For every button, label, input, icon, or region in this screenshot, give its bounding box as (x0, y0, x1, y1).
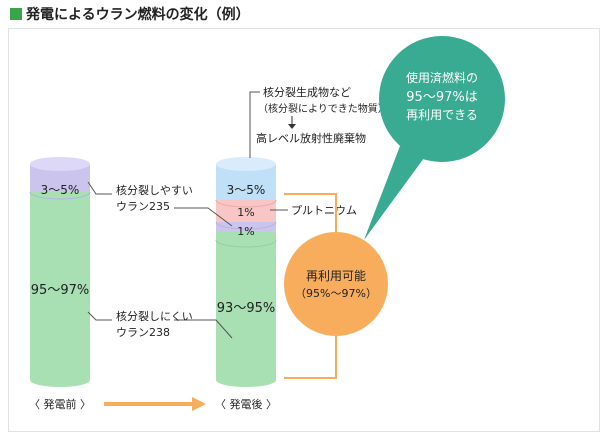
fission-leader (249, 91, 260, 158)
before-green-segment (30, 192, 90, 387)
reusable-circle (284, 232, 388, 336)
reusable-line2: （95%〜97%） (295, 287, 377, 300)
u235-label-line2: ウラン235 (116, 200, 170, 213)
bubble-circle (379, 36, 505, 162)
cylinder-after: 3〜5% 1% 1% 93〜95% (215, 157, 277, 387)
reusable-line1: 再利用可能 (306, 269, 366, 283)
u235-leader-left (87, 181, 112, 195)
speech-bubble: 使用済燃料の 95〜97%は 再利用できる (364, 36, 505, 240)
before-top-ellipse (30, 157, 90, 171)
after-divider-1 (215, 199, 277, 208)
after-green-segment (216, 232, 276, 387)
u238-leader-right (174, 319, 233, 339)
after-bottom-pct: 93〜95% (217, 301, 275, 316)
u238-leader-left (87, 311, 112, 321)
u235-label-line1: 核分裂しやすい (116, 183, 193, 197)
hlw-label: 高レベル放射性廃棄物 (256, 131, 366, 145)
plutonium-label: プルトニウム (291, 204, 357, 217)
after-top-pct: 3〜5% (227, 183, 266, 197)
after-pink-pct: 1% (237, 206, 254, 219)
after-top-ellipse (216, 157, 276, 171)
before-divider (29, 191, 91, 200)
title-bar: 発電によるウラン燃料の変化（例） (10, 4, 250, 24)
bubble-tail (364, 146, 424, 240)
after-divider-2 (215, 221, 277, 230)
before-bottom-pct: 95〜97% (31, 283, 89, 298)
fission-label-line2: （核分裂によりできた物質） (258, 102, 388, 115)
u238-label-line1: 核分裂しにくい (116, 309, 193, 323)
bubble-line2: 95〜97%は (406, 90, 477, 105)
reuse-bracket-top (284, 193, 337, 232)
caption-before: 〈 発電前 〉 (29, 397, 91, 411)
bubble-line1: 使用済燃料の (406, 70, 478, 85)
page-title: 発電によるウラン燃料の変化（例） (26, 7, 250, 23)
bubble-line3: 再利用できる (406, 108, 478, 122)
reuse-bracket-bottom (284, 336, 337, 379)
after-pink-segment (216, 200, 276, 222)
caption-after: 〈 発電後 〉 (215, 397, 277, 411)
fission-label-line1: 核分裂生成物など (263, 85, 351, 99)
title-square-icon (10, 8, 22, 20)
before-after-arrow-icon (192, 397, 206, 411)
cylinder-before: 3〜5% 95〜97% (29, 157, 91, 387)
after-lavender-segment (216, 222, 276, 232)
before-top-pct: 3〜5% (41, 183, 80, 197)
u238-label-line2: ウラン238 (116, 326, 170, 339)
after-purple-pct: 1% (237, 225, 254, 238)
fission-down-arrow-icon (288, 124, 296, 129)
u235-leader-right (174, 207, 233, 227)
after-divider-3 (215, 239, 277, 248)
